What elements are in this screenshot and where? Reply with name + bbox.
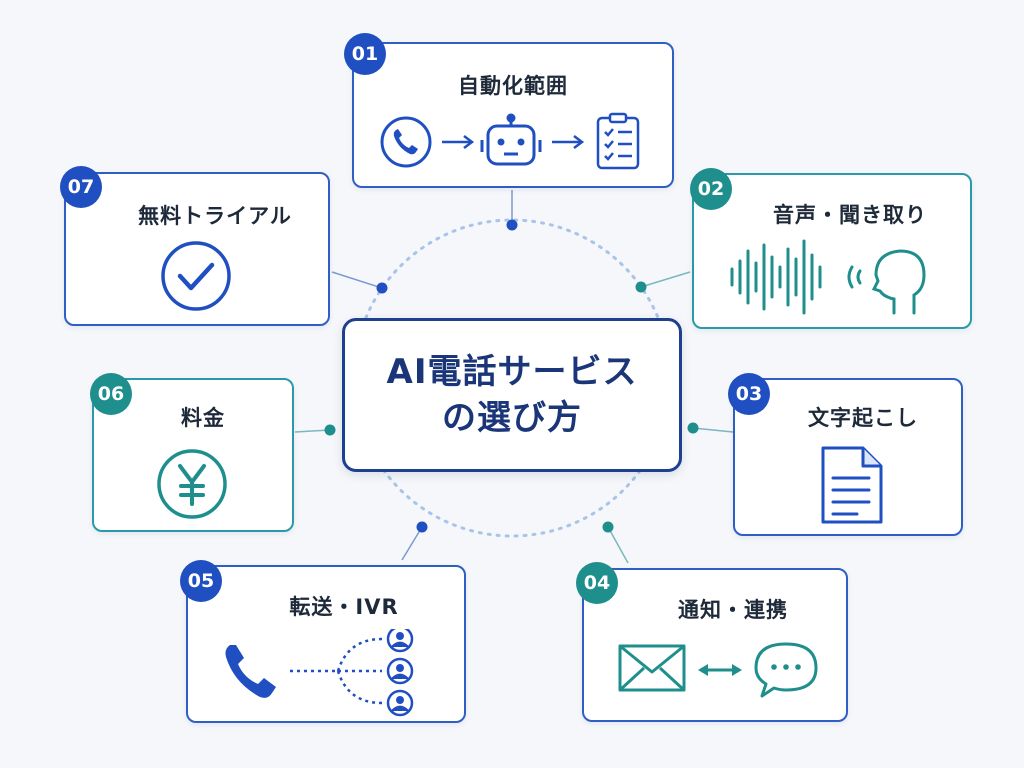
badge-01: 01 [344, 33, 386, 75]
card-06-title: 料金 [181, 406, 225, 430]
arrow-right-icon [442, 135, 475, 149]
card-02-icons [730, 239, 926, 315]
card-02-title: 音声・聞き取り [773, 203, 927, 227]
envelope-icon [618, 644, 686, 692]
user-icon [386, 689, 414, 717]
connector-dot-06 [324, 424, 336, 436]
user-icon [386, 657, 414, 685]
connector-dot-03 [687, 422, 699, 434]
badge-07: 07 [60, 166, 102, 208]
card-04-icons [618, 642, 818, 698]
chat-bubble-icon [754, 642, 818, 698]
badge-06: 06 [90, 373, 132, 415]
card-05-transfer-ivr: 転送・IVR [186, 565, 466, 723]
badge-05: 05 [180, 560, 222, 602]
double-arrow-icon [698, 664, 742, 676]
card-01-icons [380, 112, 640, 170]
document-icon [821, 446, 883, 524]
center-title-line2: の選び方 [442, 398, 582, 438]
robot-icon [480, 113, 542, 166]
sound-wave-icon [730, 239, 822, 315]
card-02-voice-recognition: 音声・聞き取り [692, 173, 972, 329]
phone-icon [225, 645, 276, 698]
connector-line-02 [640, 271, 691, 288]
phone-icon [380, 116, 432, 168]
card-01-automation-scope: 自動化範囲 [352, 42, 674, 188]
connector-line-06 [294, 429, 331, 433]
card-07-title: 無料トライアル [138, 204, 292, 228]
connector-dot-07 [376, 282, 388, 294]
card-03-transcription: 文字起こし [733, 378, 963, 536]
center-title-box: AI電話サービス の選び方 [342, 318, 682, 472]
connector-line-03 [692, 427, 734, 433]
speaking-head-icon [847, 249, 926, 315]
checklist-icon [596, 112, 640, 170]
card-05-icons [225, 629, 414, 717]
card-04-notification-integration: 通知・連携 [582, 568, 848, 722]
card-04-title: 通知・連携 [678, 598, 788, 622]
center-title-line1: AI電話サービス [386, 352, 638, 392]
checkmark-circle-icon [161, 241, 231, 311]
connector-line-04 [607, 526, 629, 564]
yen-icon [157, 449, 227, 519]
badge-03: 03 [728, 373, 770, 415]
badge-02: 02 [690, 168, 732, 210]
branch-lines-icon [290, 637, 383, 705]
arrow-right-icon [552, 135, 585, 149]
user-icon [386, 629, 414, 653]
connector-line-07 [331, 271, 383, 289]
connector-dot-01 [506, 219, 518, 231]
connector-dot-02 [635, 281, 647, 293]
card-01-title: 自動化範囲 [458, 74, 568, 98]
badge-04: 04 [576, 562, 618, 604]
connector-line-05 [401, 526, 423, 561]
card-05-title: 転送・IVR [289, 595, 399, 619]
connector-dot-04 [602, 521, 614, 533]
connector-dot-05 [416, 521, 428, 533]
card-03-title: 文字起こし [808, 406, 918, 430]
card-07-free-trial: 無料トライアル [64, 172, 330, 326]
